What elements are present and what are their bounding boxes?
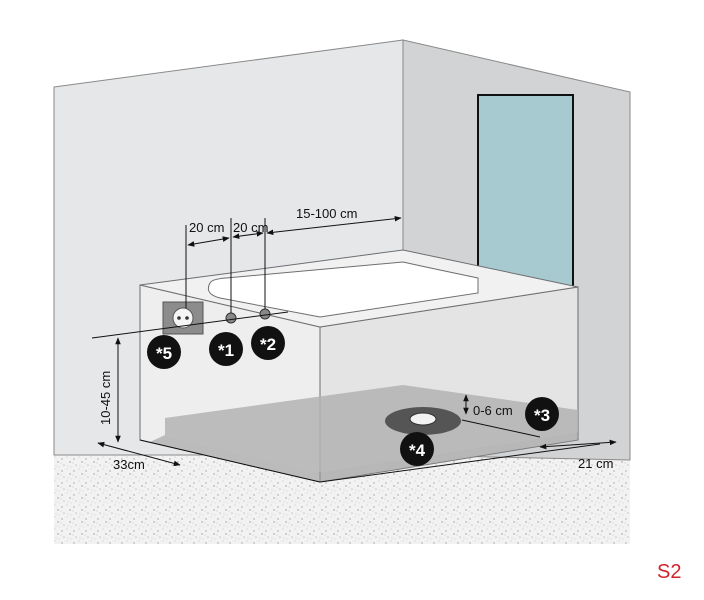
floor-tray-shadow	[150, 432, 578, 482]
dim-extension-left	[139, 439, 321, 483]
marker-2-badge	[251, 326, 285, 360]
floor-tray	[165, 385, 578, 472]
label-offset-left: 33cm	[113, 457, 145, 472]
marker-4-label: *4	[409, 441, 426, 460]
reference-line	[91, 311, 289, 339]
label-offset-right: 21 cm	[578, 456, 613, 471]
label-spacing-a: 20 cm	[189, 220, 224, 235]
dim-line-range	[266, 215, 402, 236]
dim-extension-drain	[461, 419, 541, 438]
marker-5-badge	[147, 335, 181, 369]
marker-1-badge	[209, 332, 243, 366]
dim-line-20a	[187, 236, 230, 247]
marker-3-badge	[525, 397, 559, 431]
marker-1-label: *1	[218, 341, 234, 360]
marker-4-badge	[400, 432, 434, 466]
label-spacing-b: 20 cm	[233, 220, 268, 235]
connection-point-2	[259, 308, 271, 320]
marker-5-label: *5	[156, 344, 172, 363]
label-height-range: 10-45 cm	[98, 371, 113, 425]
outlet-socket-icon	[172, 307, 194, 329]
bathtub-basin	[207, 261, 479, 318]
label-range-right: 15-100 cm	[296, 206, 357, 221]
glass-screen	[477, 94, 574, 299]
floor	[54, 444, 630, 544]
dim-line-33	[97, 441, 181, 467]
dim-extension-right	[319, 443, 601, 483]
marker-3-label: *3	[534, 406, 550, 425]
dim-line-21	[539, 439, 617, 450]
label-drain-depth: 0-6 cm	[473, 403, 513, 418]
outlet-pin-right	[185, 316, 189, 320]
connection-point-1	[225, 312, 237, 324]
model-code: S2	[657, 561, 681, 583]
outlet-pin-left	[177, 316, 181, 320]
marker-2-label: *2	[260, 335, 276, 354]
dim-line-20b	[232, 231, 264, 239]
drain-inner	[409, 412, 437, 426]
